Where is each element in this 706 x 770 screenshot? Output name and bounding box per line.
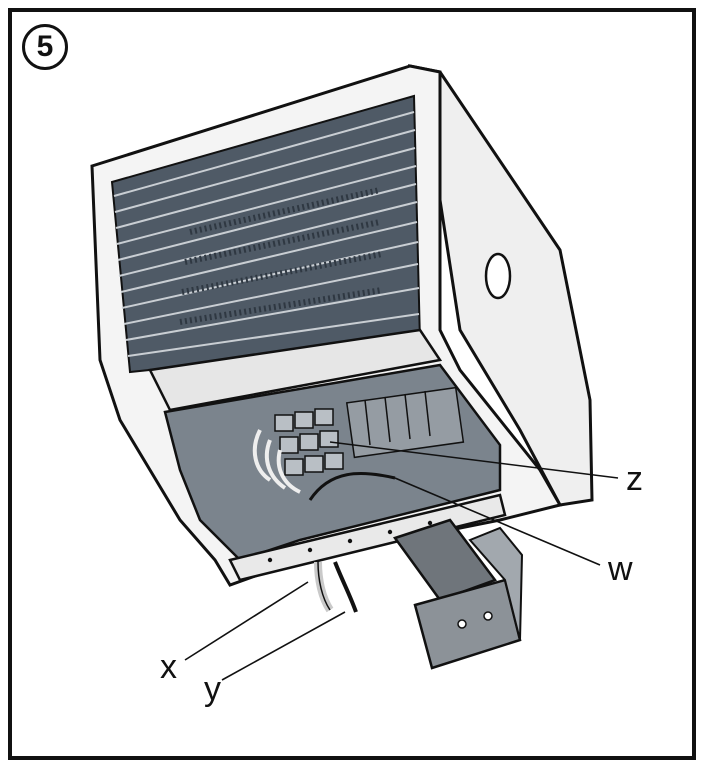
leader-y — [221, 611, 346, 681]
grille-louvers — [113, 111, 420, 357]
wire-w — [308, 472, 396, 501]
bottom-lip — [228, 493, 507, 582]
step-number-badge: 5 — [22, 24, 68, 70]
side-hole — [484, 252, 512, 300]
cable-x-outline — [317, 561, 331, 611]
callout-y: y — [204, 670, 221, 708]
mounting-bracket-top — [468, 526, 524, 641]
cable-y — [333, 561, 358, 613]
mounting-bracket-arm — [392, 518, 498, 602]
bracket-hole — [483, 611, 493, 621]
screw-holes — [267, 520, 433, 563]
callout-z: z — [626, 460, 643, 498]
leader-x — [184, 581, 309, 661]
top-plate — [148, 328, 443, 412]
internal-wiring — [252, 429, 301, 494]
control-board — [345, 386, 465, 459]
callout-w: w — [607, 550, 633, 588]
heating-element — [179, 187, 383, 325]
bracket-hole — [457, 619, 467, 629]
callout-x: x — [160, 648, 177, 686]
step-number: 5 — [36, 30, 54, 63]
leader-w — [394, 477, 601, 566]
terminal-block — [274, 408, 344, 476]
leader-z — [329, 441, 619, 479]
leader-lines — [184, 441, 619, 681]
mounting-bracket-plate — [413, 578, 522, 670]
